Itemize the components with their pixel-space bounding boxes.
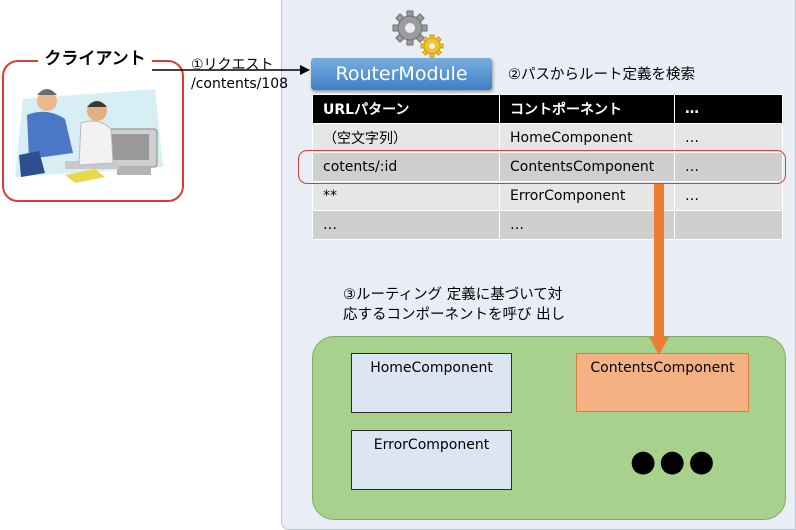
table-cell: （空文字列） (312, 123, 500, 153)
matched-route-highlight (298, 150, 786, 184)
table-cell (674, 210, 783, 240)
gear-icon (392, 10, 444, 58)
table-cell: … (312, 210, 500, 240)
table-cell: … (499, 210, 675, 240)
table-row: （空文字列） HomeComponent … (312, 123, 783, 153)
header-component: コントポーネント (499, 94, 675, 124)
client-illustration (15, 89, 163, 183)
table-row: ** ErrorComponent … (312, 181, 783, 211)
table-cell: cotents/:id (312, 152, 500, 182)
table-cell: HomeComponent (499, 123, 675, 153)
client-box (2, 60, 184, 202)
step2-label: ②パスからルート定義を検索 (508, 67, 695, 83)
request-arrow (152, 65, 310, 75)
table-cell: … (674, 181, 783, 211)
client-label: クライアント (38, 44, 152, 69)
step3-label-line1: ③ルーティング 定義に基づいて対 (343, 287, 563, 303)
header-more: … (674, 94, 783, 124)
table-cell: … (674, 123, 783, 153)
router-module-box: RouterModule (311, 58, 492, 90)
table-cell: ErrorComponent (499, 181, 675, 211)
step3-label-line2: 応するコンポーネントを呼び 出し (343, 307, 566, 323)
error-component-box: ErrorComponent (351, 430, 512, 490)
more-components-ellipsis: ●●● (630, 444, 718, 479)
table-row: … … (312, 210, 783, 240)
home-component-box: HomeComponent (351, 353, 512, 413)
route-table: URLパターン コントポーネント … （空文字列） HomeComponent … (312, 94, 783, 240)
table-cell: … (674, 152, 783, 182)
table-header-row: URLパターン コントポーネント … (312, 94, 783, 124)
header-url-pattern: URLパターン (312, 94, 500, 124)
invoke-arrow (649, 184, 669, 355)
table-cell: ** (312, 181, 500, 211)
request-path: /contents/108 (191, 76, 289, 92)
request-step-label: ①リクエスト (191, 57, 274, 73)
contents-component-box: ContentsComponent (576, 353, 749, 412)
